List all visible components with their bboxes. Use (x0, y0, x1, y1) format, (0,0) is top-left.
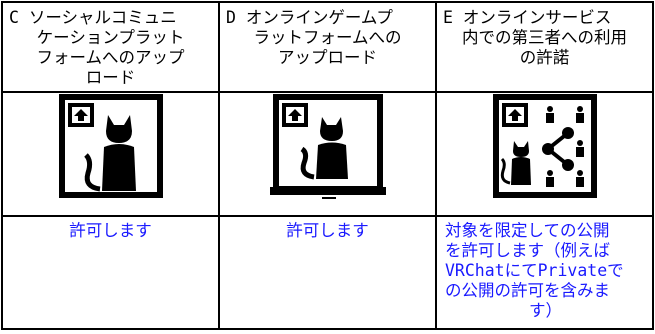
column-e-icon-cell (435, 91, 654, 217)
column-e-permission: 対象を限定しての公開 を許可します（例えば VRChatにてPrivateで の… (437, 217, 652, 321)
column-e-title-line: 内での第三者への利用 (462, 28, 627, 47)
column-d-title-line: D オンラインゲームプ (226, 8, 393, 27)
permission-line: す） (529, 301, 562, 320)
column-c-title-line: ロード (85, 68, 136, 87)
column-e-title-line: E オンラインサービス (443, 8, 612, 27)
icon-row (1, 91, 654, 217)
column-c-permission-cell: 許可します (1, 215, 220, 330)
column-c-title: C ソーシャルコミュニ ケーションプラット フォームへのアップ ロード (3, 3, 218, 88)
permission-line: を許可します（例えば (445, 241, 610, 260)
column-d-permission: 許可します (220, 217, 435, 241)
permission-line: 対象を限定しての公開 (445, 221, 610, 240)
permission-row: 許可します 許可します 対象を限定しての公開 を許可します（例えば VRChat… (1, 215, 654, 330)
column-d-title: D オンラインゲームプ ラットフォームへの アップロード (220, 3, 435, 68)
column-d-title-line: アップロード (278, 48, 377, 67)
permission-line: の公開の許可を含みま (445, 281, 610, 300)
column-c-title-line: フォームへのアップ (36, 48, 185, 67)
column-d-permission-cell: 許可します (218, 215, 437, 330)
upload-person-cat-icon (58, 94, 163, 198)
column-d-icon-cell (218, 91, 437, 217)
upload-person-monitor-icon (269, 94, 386, 199)
column-c-title-line: ケーションプラット (36, 28, 185, 47)
header-row: C ソーシャルコミュニ ケーションプラット フォームへのアップ ロード D オン… (1, 1, 654, 93)
column-c-header: C ソーシャルコミュニ ケーションプラット フォームへのアップ ロード (1, 1, 220, 93)
column-d-title-line: ラットフォームへの (253, 28, 402, 47)
column-d-header: D オンラインゲームプ ラットフォームへの アップロード (218, 1, 437, 93)
permission-line: VRChatにてPrivateで (445, 261, 624, 280)
permission-line: 許可します (69, 221, 152, 240)
column-e-header: E オンラインサービス 内での第三者への利用 の許諾 (435, 1, 654, 93)
column-c-icon-cell (1, 91, 220, 217)
column-e-permission-cell: 対象を限定しての公開 を許可します（例えば VRChatにてPrivateで の… (435, 215, 654, 330)
upload-share-network-icon (492, 94, 597, 198)
permission-line: 許可します (286, 221, 369, 240)
column-e-title-line: の許諾 (519, 48, 570, 67)
column-c-title-line: C ソーシャルコミュニ (9, 8, 177, 27)
column-c-permission: 許可します (3, 217, 218, 241)
column-e-title: E オンラインサービス 内での第三者への利用 の許諾 (437, 3, 652, 68)
